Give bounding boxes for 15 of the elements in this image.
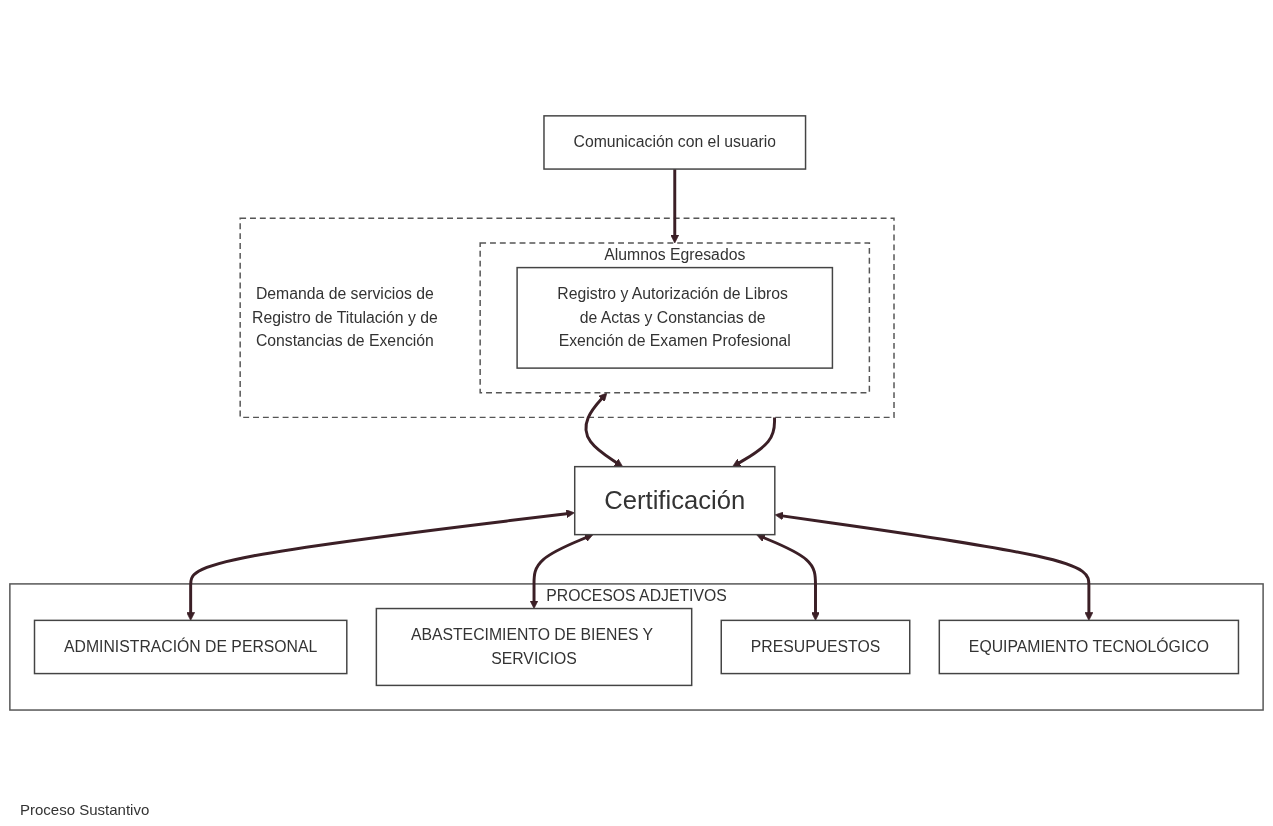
node-box: PRESUPUESTOS: [720, 619, 911, 675]
node-box: Registro y Autorización de Libros de Actas y Constancias de Exención de Examen Profesional: [516, 266, 834, 369]
arrow: [732, 417, 777, 468]
arrow: [756, 533, 820, 621]
node-box: ADMINISTRACIÓN DE PERSONAL: [33, 619, 348, 675]
node-box: EQUIPAMIENTO TECNOLÓGICO: [938, 619, 1240, 675]
node-box: Comunicación con el usuario: [543, 115, 807, 170]
arrow: [670, 169, 680, 244]
note-label: Proceso Sustantivo: [20, 801, 150, 818]
arrow: [774, 511, 1094, 621]
node-box: Certificación: [574, 465, 776, 536]
arrow: [584, 392, 624, 468]
arrow: [529, 533, 594, 609]
node-box: ABASTECIMIENTO DE BIENES Y SERVICIOS: [375, 607, 693, 687]
arrow: [186, 509, 575, 621]
